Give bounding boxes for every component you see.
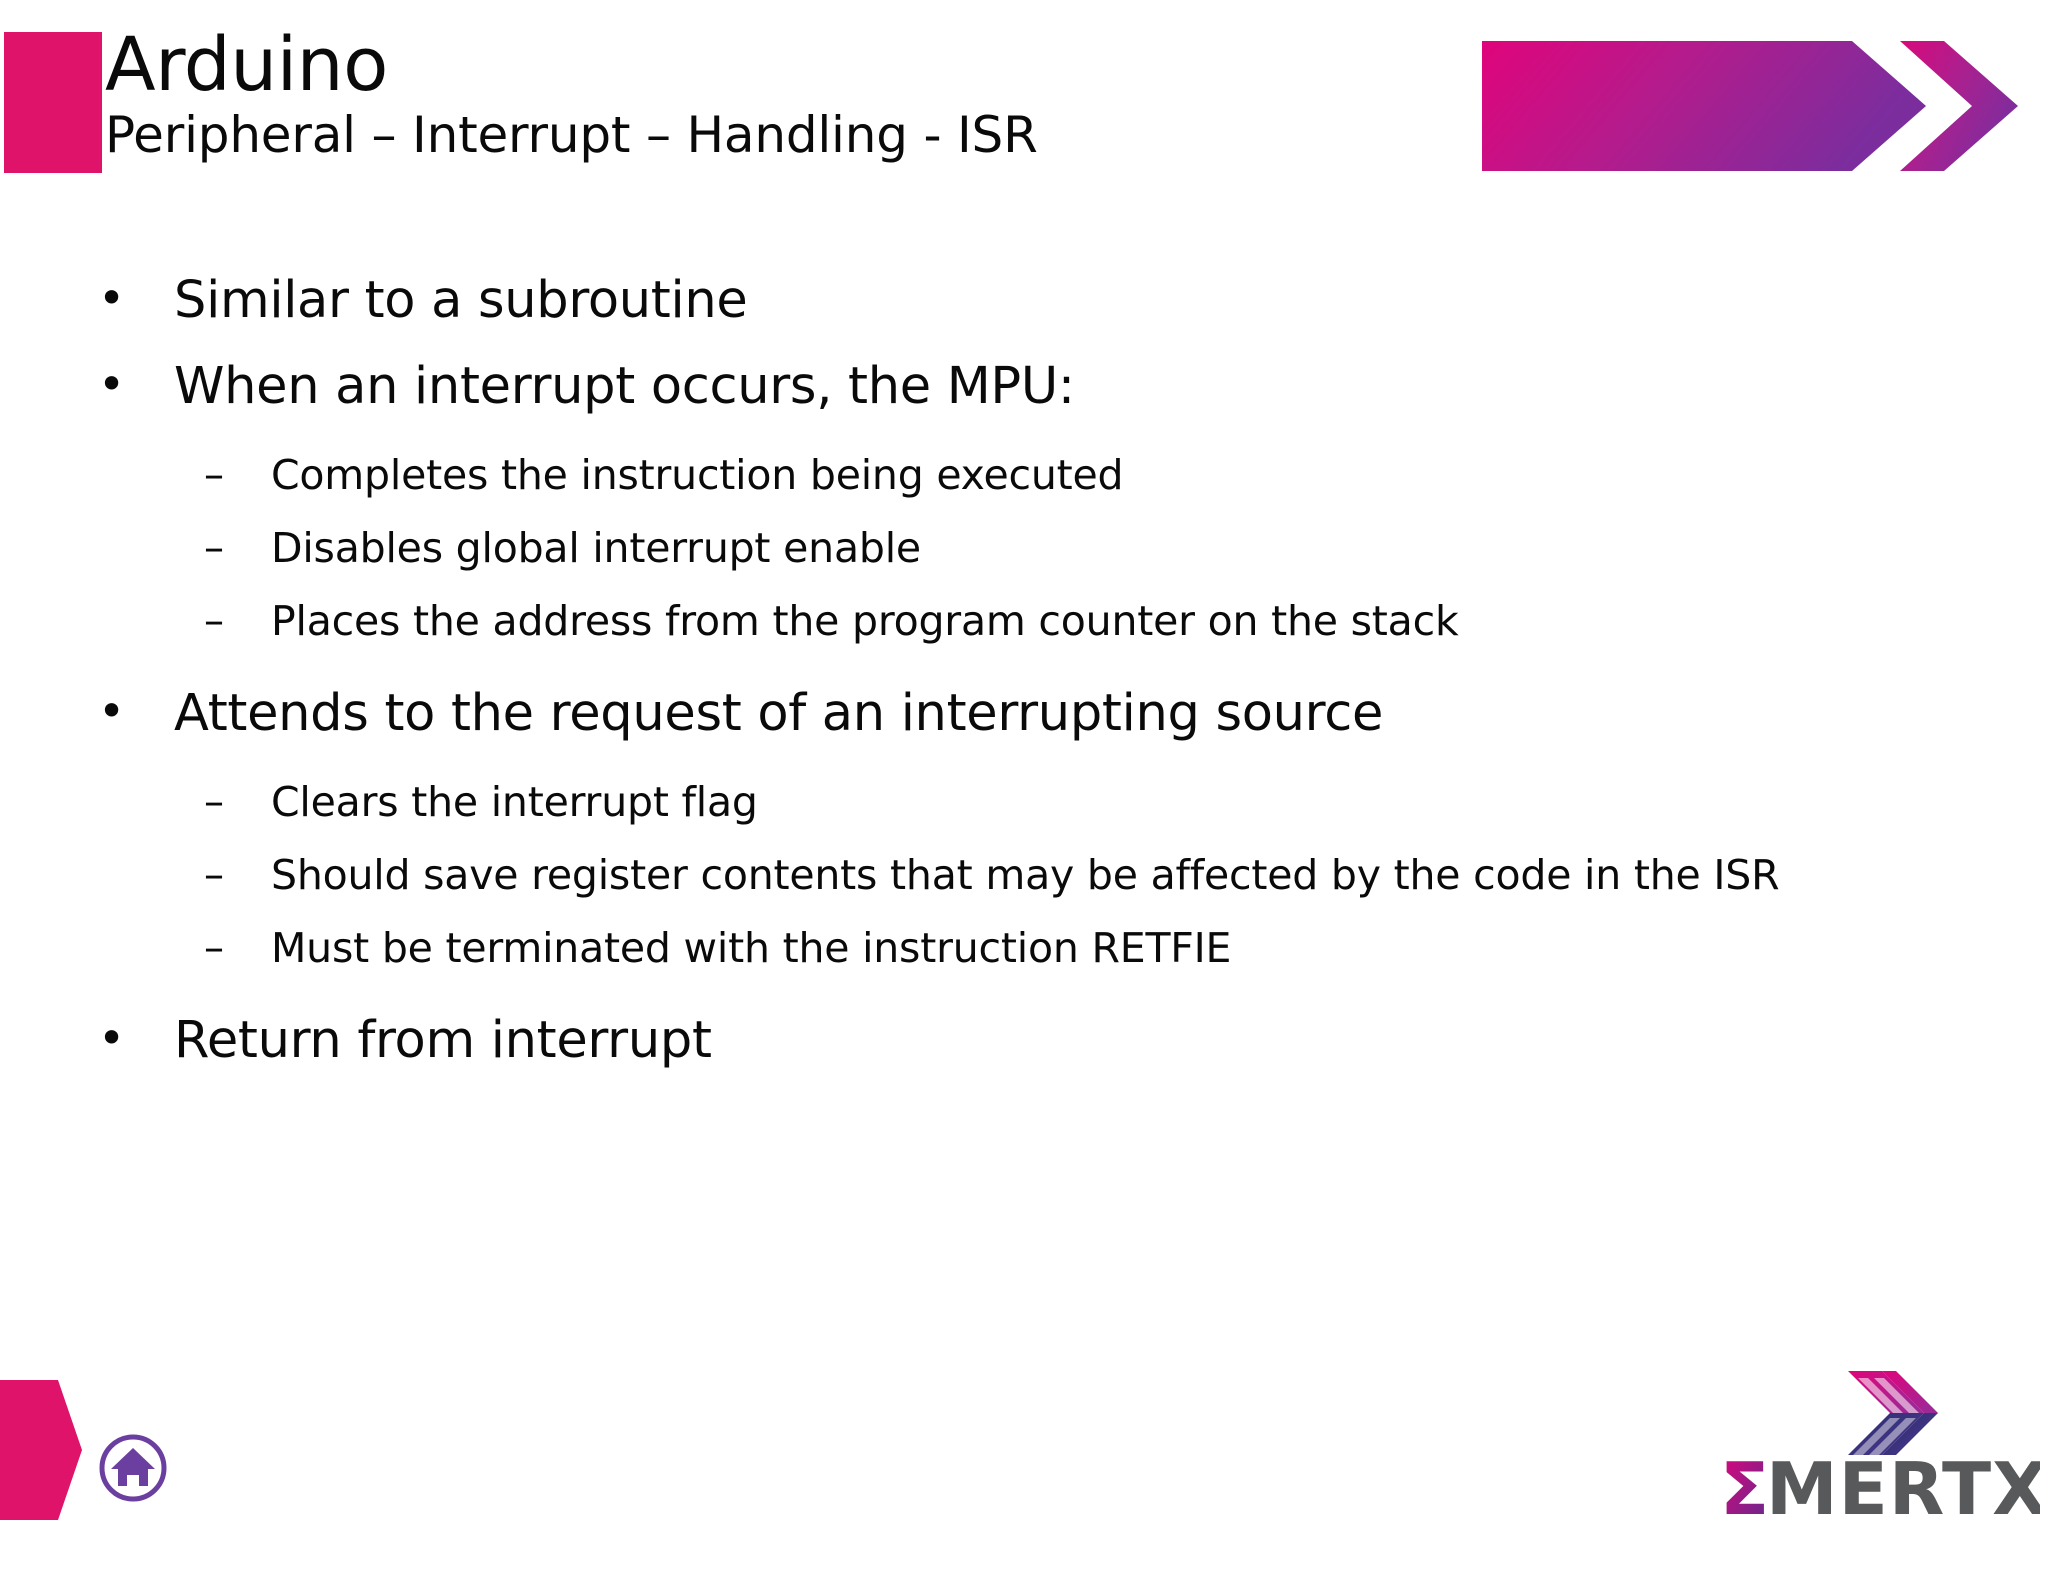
sub-bullet-text: Should save register contents that may b…	[271, 851, 1780, 899]
sub-bullet-item: – Completes the instruction being execut…	[96, 450, 1976, 500]
spacer	[96, 996, 1976, 1012]
bullet-text: Attends to the request of an interruptin…	[174, 684, 1384, 743]
bullet-item: • Attends to the request of an interrupt…	[96, 684, 1976, 743]
spacer	[96, 669, 1976, 685]
bullet-item: • Similar to a subroutine	[96, 271, 1976, 330]
slide-header: Arduino Peripheral – Interrupt – Handlin…	[105, 22, 1445, 166]
sub-bullet-text: Places the address from the program coun…	[271, 597, 1459, 645]
home-icon	[99, 1434, 167, 1502]
bullet-item: • Return from interrupt	[96, 1011, 1976, 1070]
bullet-item: • When an interrupt occurs, the MPU:	[96, 357, 1976, 416]
sub-bullet-text: Completes the instruction being executed	[271, 451, 1124, 499]
dash-mark: –	[204, 925, 224, 971]
sub-bullet-item: – Places the address from the program co…	[96, 596, 1976, 646]
footer-arrow-decoration	[0, 1380, 90, 1580]
slide-body: • Similar to a subroutine • When an inte…	[96, 271, 1976, 1098]
sub-bullet-item: – Disables global interrupt enable	[96, 523, 1976, 573]
sub-bullet-item: – Clears the interrupt flag	[96, 777, 1976, 827]
sub-bullet-text: Disables global interrupt enable	[271, 524, 921, 572]
sub-bullet-item: – Should save register contents that may…	[96, 850, 1976, 900]
sub-bullet-text: Must be terminated with the instruction …	[271, 924, 1232, 972]
dash-mark: –	[204, 598, 224, 644]
logo-wordmark: MERTXE	[1766, 1447, 2040, 1531]
page-subtitle: Peripheral – Interrupt – Handling - ISR	[105, 106, 1038, 164]
sub-bullet-text: Clears the interrupt flag	[271, 778, 758, 826]
dash-mark: –	[204, 852, 224, 898]
dash-mark: –	[204, 452, 224, 498]
bullet-text: Return from interrupt	[174, 1011, 712, 1070]
sub-bullet-item: – Must be terminated with the instructio…	[96, 923, 1976, 973]
bullet-text: When an interrupt occurs, the MPU:	[174, 357, 1075, 416]
title-accent-bar	[4, 32, 102, 173]
dash-mark: –	[204, 525, 224, 571]
bullet-mark: •	[98, 1011, 125, 1065]
bullet-text: Similar to a subroutine	[174, 271, 748, 330]
bullet-mark: •	[98, 357, 125, 411]
bullet-mark: •	[98, 684, 125, 738]
home-button[interactable]	[97, 1432, 169, 1504]
dash-mark: –	[204, 779, 224, 825]
page-title: Arduino	[105, 22, 388, 108]
emertxe-logo: Σ MERTXE	[1710, 1366, 2040, 1536]
slide-canvas: Arduino Peripheral – Interrupt – Handlin…	[0, 22, 2048, 1536]
bullet-mark: •	[98, 271, 125, 325]
header-chevron-banner	[1482, 33, 2048, 179]
logo-sigma: Σ	[1720, 1447, 1770, 1531]
